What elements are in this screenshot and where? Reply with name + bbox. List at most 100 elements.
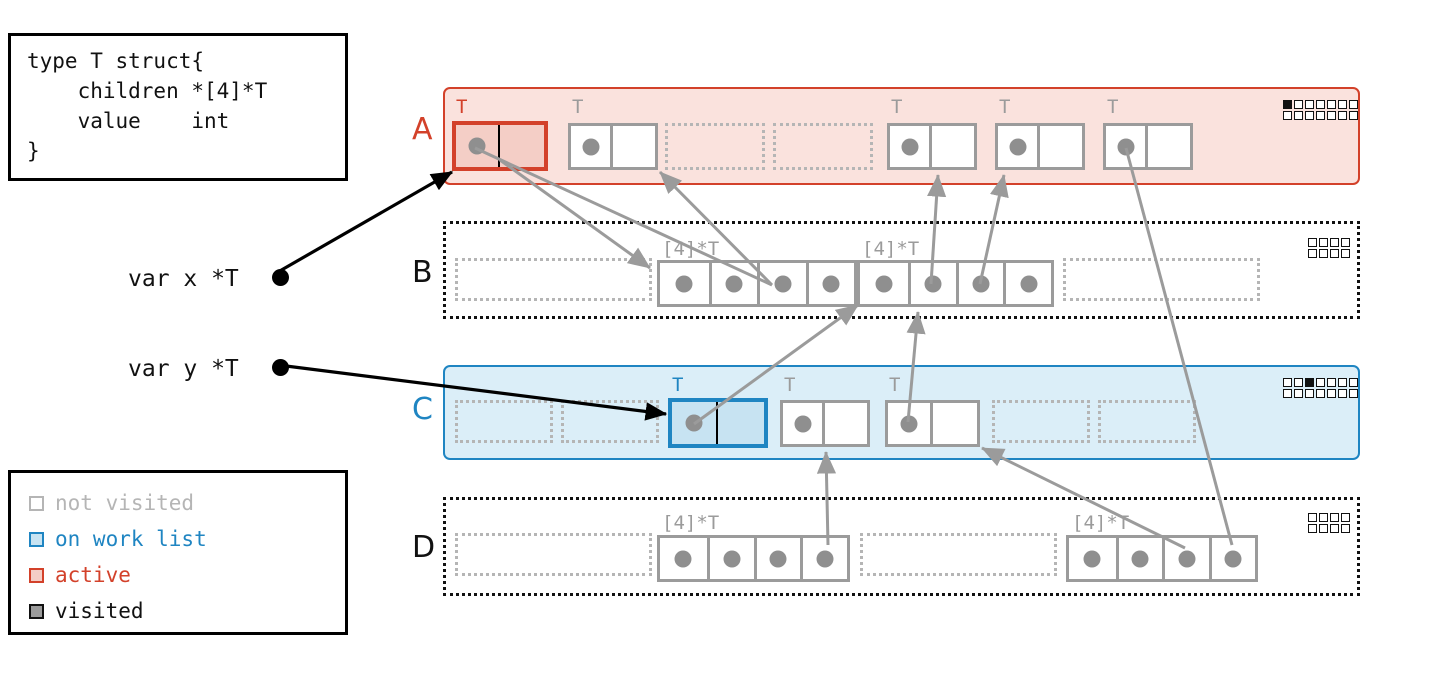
row-a-node-6-type: T: [1107, 96, 1119, 118]
row-a-node-1-children: [571, 126, 613, 167]
row-b-array-1-cell-3: [805, 263, 855, 304]
row-b-memory-grid-icon: [1308, 238, 1350, 258]
row-c-node-2[interactable]: [668, 398, 768, 448]
row-b-array-1-cell-1: [708, 263, 758, 304]
pointer-dot: [769, 550, 787, 567]
row-a-node-1-type: T: [572, 96, 584, 118]
type-definition-box: type T struct{ children *[4]*T value int…: [8, 33, 348, 181]
pointer-dot: [674, 550, 692, 567]
row-c-empty-6: [1098, 400, 1196, 443]
row-a-node-5[interactable]: [995, 123, 1085, 170]
row-b-array-2-cell-1: [907, 263, 956, 304]
pointer-dot: [1117, 138, 1134, 155]
row-d-array-3-cell-0: [1069, 538, 1116, 579]
legend-swatch-not-visited: [29, 495, 44, 511]
pointer-dot: [1009, 138, 1026, 155]
row-d-array-3-cell-2: [1162, 538, 1209, 579]
row-a-empty-2: [665, 123, 765, 170]
pointer-dot: [822, 275, 840, 292]
row-c-empty-1: [561, 400, 659, 443]
legend-label-visited: visited: [55, 599, 144, 623]
pointer-dot: [1020, 275, 1038, 292]
legend-box: not visited on work list active visited: [8, 470, 348, 635]
row-b-empty-0: [455, 258, 652, 301]
row-a-node-1[interactable]: [568, 123, 658, 170]
row-b-empty-3: [1063, 258, 1260, 301]
pointer-dot: [794, 415, 811, 432]
legend-swatch-active: [29, 567, 44, 583]
row-a-node-0-children: [456, 125, 500, 167]
pointer-dot: [901, 138, 918, 155]
row-b-array-2-cell-2: [955, 263, 1004, 304]
pointer-dot: [675, 275, 693, 292]
row-a-node-0-type: T: [456, 96, 468, 118]
row-d-array-3[interactable]: [1066, 535, 1258, 582]
row-c-empty-5: [992, 400, 1090, 443]
legend-label-on-work-list: on work list: [55, 527, 207, 551]
row-c-node-4-value: [933, 403, 978, 444]
pointer-dot: [900, 415, 918, 432]
pointer-dot: [1131, 550, 1149, 567]
row-c-node-4[interactable]: [885, 400, 980, 447]
pointer-dot: [774, 275, 792, 292]
legend-item-active: active: [29, 557, 345, 593]
legend-swatch-on-work-list: [29, 531, 44, 547]
row-a-node-0-value: [500, 125, 544, 167]
edge-a6-to-d3c3: [1124, 147, 1234, 546]
pointer-dot: [875, 275, 893, 292]
row-a-node-6-children: [1106, 126, 1148, 167]
row-d-array-1-type: [4]*T: [662, 512, 720, 534]
row-label-c: C: [412, 392, 433, 427]
row-b-array-2-cell-3: [1003, 263, 1051, 304]
row-a-node-4-value: [932, 126, 974, 167]
row-d-array-3-type: [4]*T: [1072, 512, 1130, 534]
row-c-memory-grid-icon: [1283, 378, 1358, 398]
row-b-array-1-cell-0: [660, 263, 709, 304]
row-a-node-6-value: [1148, 126, 1190, 167]
row-d-array-1-cell-3: [800, 538, 847, 579]
legend-label-active: active: [55, 563, 131, 587]
row-b-array-2[interactable]: [857, 260, 1054, 307]
row-b-array-1[interactable]: [657, 260, 857, 307]
row-c-node-4-type: T: [889, 374, 901, 396]
row-d-empty-0: [455, 533, 652, 576]
pointer-dot: [924, 275, 942, 292]
row-a-node-5-type: T: [999, 96, 1011, 118]
row-d-array-3-cell-3: [1208, 538, 1256, 579]
row-c-node-3-children: [783, 403, 825, 444]
var-x-label: var x *T: [128, 266, 239, 292]
legend-item-not-visited: not visited: [29, 485, 345, 521]
row-label-d: D: [412, 530, 436, 565]
pointer-dot: [723, 550, 741, 567]
legend-label-not-visited: not visited: [55, 491, 195, 515]
var-x-pointer-dot: [272, 269, 289, 286]
row-a-node-0[interactable]: [452, 121, 548, 171]
row-a-node-5-children: [998, 126, 1040, 167]
pointer-dot: [685, 414, 703, 432]
pointer-dot: [1178, 550, 1196, 567]
row-a-node-4-type: T: [891, 96, 903, 118]
pointer-dot: [816, 550, 834, 567]
pointer-dot: [972, 275, 990, 292]
row-c-node-3[interactable]: [780, 400, 870, 447]
row-a-node-5-value: [1040, 126, 1082, 167]
row-d-array-1-cell-0: [660, 538, 707, 579]
row-d-memory-grid-icon: [1308, 513, 1350, 533]
type-definition-code: type T struct{ children *[4]*T value int…: [27, 49, 268, 163]
pointer-dot: [582, 138, 599, 155]
row-label-a: A: [412, 112, 433, 147]
row-c-node-2-children: [672, 402, 718, 444]
pointer-dot: [1224, 550, 1242, 567]
row-c-node-4-children: [888, 403, 933, 444]
row-b-array-2-type: [4]*T: [862, 238, 920, 260]
row-d-array-1-cell-2: [753, 538, 801, 579]
row-a-node-4[interactable]: [887, 123, 977, 170]
row-a-node-6[interactable]: [1103, 123, 1193, 170]
row-a-memory-grid-icon: [1283, 100, 1358, 120]
row-c-node-2-value: [718, 402, 764, 444]
row-c-node-3-value: [825, 403, 867, 444]
row-d-array-1[interactable]: [657, 535, 850, 582]
pointer-dot: [468, 137, 486, 155]
row-d-band: [443, 497, 1360, 596]
row-label-b: B: [412, 255, 433, 290]
